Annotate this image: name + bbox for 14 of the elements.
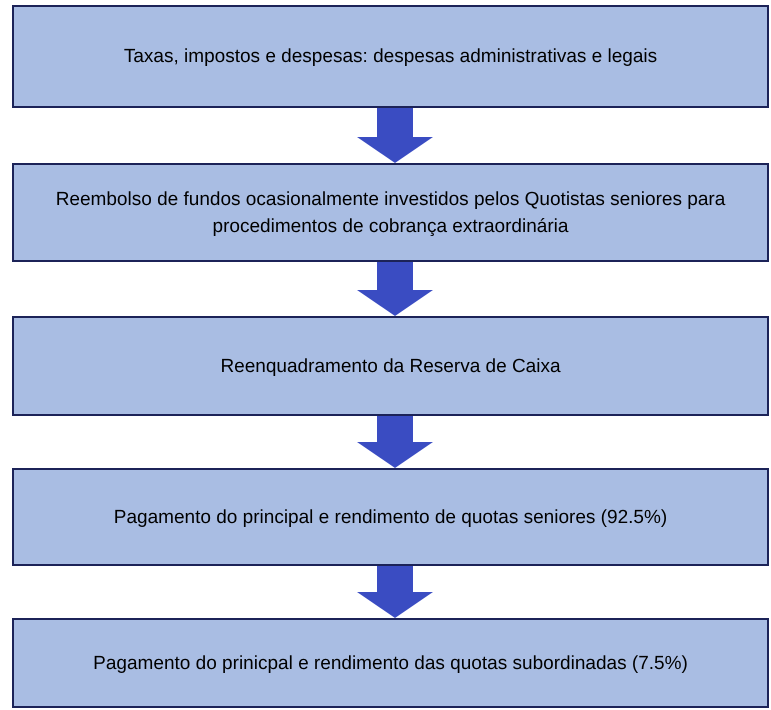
step-text: Reenquadramento da Reserva de Caixa xyxy=(220,354,561,378)
step-text: Reembolso de fundos ocasionalmente investidos pelos Quotistas seniores para procedimentos de cobrança extraordinária xyxy=(54,188,726,238)
step-text: Pagamento do prinicpal e rendimento das quotas subordinadas (7.5%) xyxy=(93,652,688,676)
process-box xyxy=(12,618,769,708)
process-box xyxy=(12,468,769,566)
process-box xyxy=(12,5,769,108)
block-arrow xyxy=(357,566,433,618)
block-arrow xyxy=(357,262,433,316)
process-box xyxy=(12,316,769,416)
step-text: Taxas, impostos e despesas: despesas administrativas e legais xyxy=(124,45,658,69)
step-text: Pagamento do principal e rendimento de quotas seniores (92.5%) xyxy=(114,506,668,530)
block-arrow xyxy=(357,108,433,163)
block-arrow xyxy=(357,416,433,468)
process-box xyxy=(12,163,769,262)
